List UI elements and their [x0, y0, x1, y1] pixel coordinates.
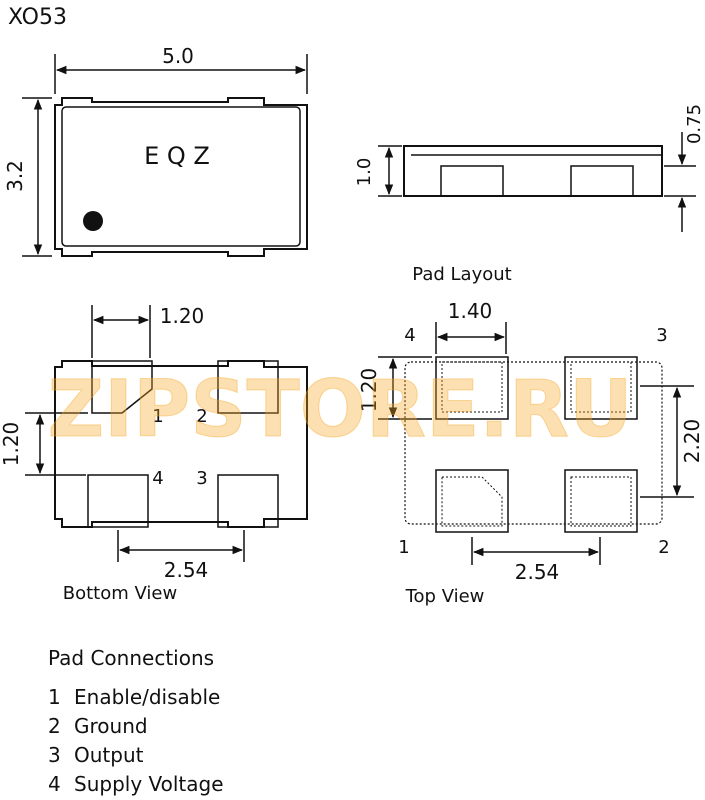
connection-label: Output: [74, 743, 144, 767]
top-view-outline: [404, 361, 663, 525]
diagram-title: XO53: [8, 5, 67, 30]
connection-label: Enable/disable: [74, 685, 221, 709]
top-pad-height-dimension: [378, 356, 432, 420]
bottom-pitch-label: 2.54: [164, 558, 209, 582]
connection-num: 4: [48, 772, 61, 796]
connection-row: 3 Output: [48, 741, 224, 770]
top-view-pads: [435, 356, 638, 533]
offset-label: 0.75: [684, 104, 705, 144]
bottom-pad-vertical-dimension: [25, 412, 88, 476]
thickness-dimension: [378, 145, 402, 197]
top-pad-width-dimension: [435, 322, 507, 354]
pin1-dot: [83, 211, 103, 231]
side-view: [403, 145, 663, 197]
pad-connections-title: Pad Connections: [48, 646, 215, 670]
bottom-pin1-label: 1: [152, 406, 163, 427]
top-vertical-pitch-dimension: [640, 385, 694, 498]
bottom-view-pads: [87, 360, 279, 528]
top-pitch-label: 2.54: [515, 560, 560, 584]
bottom-pad-width-label: 1.20: [160, 304, 205, 328]
thickness-label: 1.0: [354, 158, 375, 187]
width-label: 5.0: [162, 44, 194, 68]
top-pin2-label: 2: [658, 537, 669, 558]
connection-num: 2: [48, 714, 61, 738]
pad-layout-label: Pad Layout: [412, 264, 511, 285]
watermark: ZIPSTORE.RU: [48, 365, 633, 455]
offset-dimension: [664, 132, 696, 232]
part-marking: E Q Z: [144, 142, 210, 170]
bottom-view-label: Bottom View: [63, 583, 177, 604]
top-vertical-pitch-label: 2.20: [680, 419, 704, 464]
bottom-pad-width-dimension: [91, 305, 151, 358]
width-dimension: [54, 54, 308, 94]
top-pad-width-label: 1.40: [448, 299, 493, 323]
bottom-pitch-dimension: [117, 530, 245, 562]
height-dimension: [22, 97, 52, 257]
connection-label: Ground: [74, 714, 148, 738]
bottom-pin3-label: 3: [196, 468, 207, 489]
connection-num: 3: [48, 743, 61, 767]
height-label: 3.2: [3, 160, 27, 192]
top-pitch-dimension: [471, 537, 601, 565]
bottom-pad-vertical-label: 1.20: [0, 422, 23, 467]
top-view-label: Top View: [405, 586, 485, 607]
connection-label: Supply Voltage: [74, 772, 224, 796]
top-view-inner-pads: [441, 361, 632, 527]
bottom-pin2-label: 2: [196, 406, 207, 427]
top-pin4-label: 4: [404, 325, 415, 346]
connection-row: 2 Ground: [48, 712, 224, 741]
top-pin3-label: 3: [656, 325, 667, 346]
bottom-pin4-label: 4: [152, 468, 163, 489]
connection-row: 1 Enable/disable: [48, 683, 224, 712]
connection-row: 4 Supply Voltage: [48, 770, 224, 799]
top-pad-height-label: 1.20: [357, 368, 381, 413]
connection-num: 1: [48, 685, 61, 709]
top-pin1-label: 1: [398, 537, 409, 558]
package-top-view: [54, 97, 308, 257]
